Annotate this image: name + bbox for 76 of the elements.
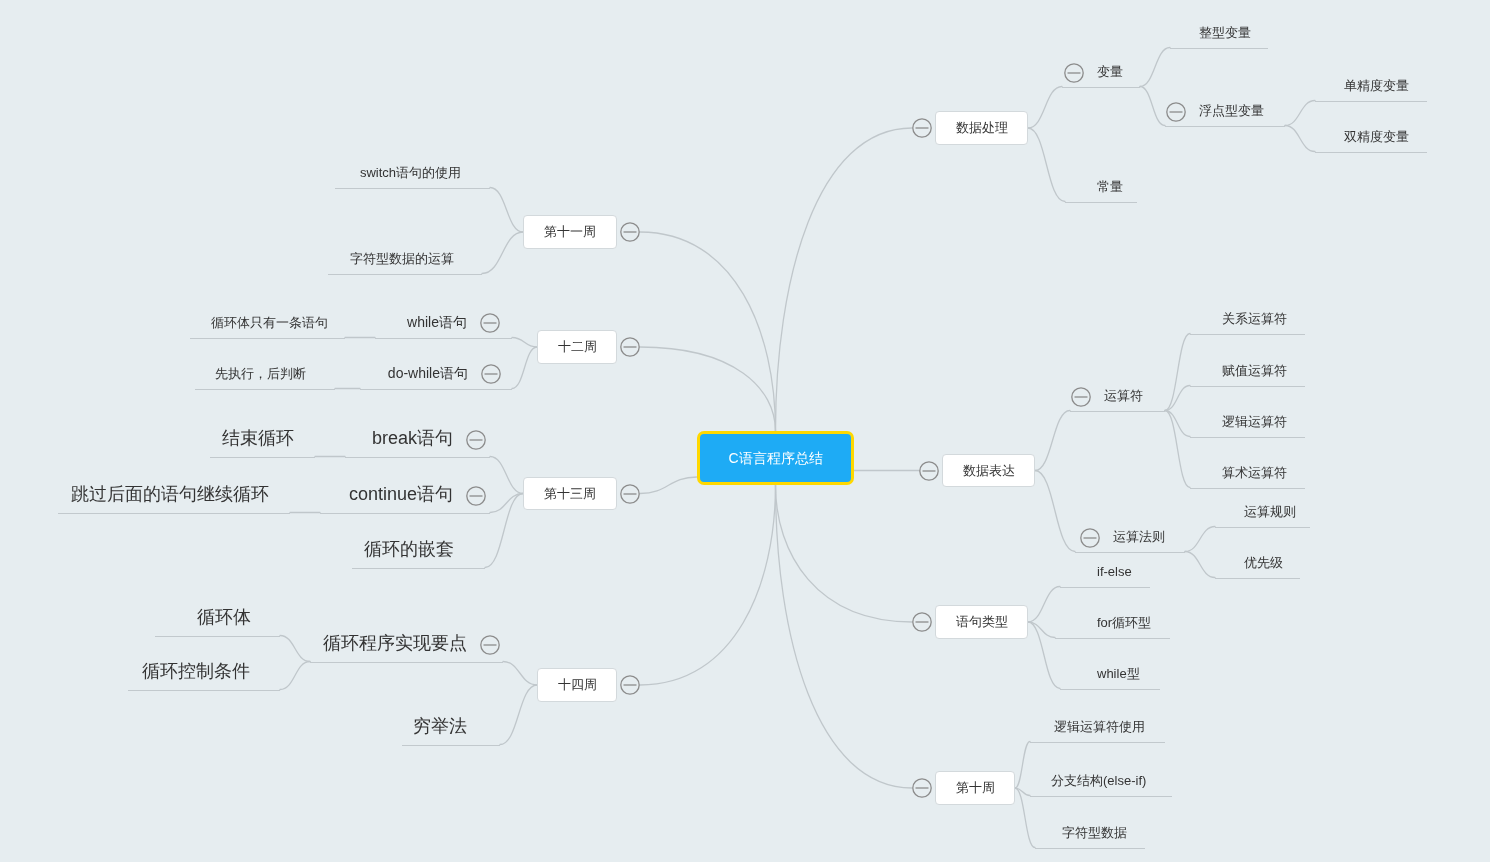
branch-line (1139, 46, 1171, 88)
topic-label: 双精度变量 (1344, 128, 1409, 146)
branch-line (1014, 787, 1036, 849)
topic-label: 变量 (1097, 63, 1123, 81)
topic-box: 数据处理 (935, 111, 1028, 145)
branch-line (499, 684, 538, 746)
topic-box: 数据表达 (942, 454, 1035, 487)
topic-label: 逻辑运算符使用 (1054, 718, 1145, 736)
topic-label: 循环体 (197, 606, 251, 630)
branch-line (639, 484, 777, 686)
topic-label: 分支结构(else-if) (1051, 772, 1147, 790)
topic-label: 关系运算符 (1222, 310, 1287, 328)
topic-label: 结束循环 (222, 427, 294, 451)
topic-label: 运算法则 (1113, 528, 1165, 546)
branch-line (511, 346, 538, 390)
topic-label: 运算符 (1104, 387, 1143, 405)
branch-line (489, 186, 524, 233)
topic-label: 穷举法 (413, 715, 467, 739)
branch-line (484, 492, 524, 569)
topic-label: 赋值运算符 (1222, 362, 1287, 380)
topic-label: 整型变量 (1199, 24, 1251, 42)
branch-line (1139, 85, 1166, 127)
topic-box: 第十三周 (523, 477, 617, 510)
topic-label: if-else (1097, 563, 1132, 581)
topic-label: 算术运算符 (1222, 464, 1287, 482)
branch-line (481, 231, 524, 275)
topic-label: do-while语句 (387, 364, 468, 383)
topic-label: 跳过后面的语句继续循环 (71, 483, 269, 507)
topic-label: 逻辑运算符 (1222, 413, 1287, 431)
branch-line (279, 660, 311, 691)
topic-label: 优先级 (1244, 554, 1283, 572)
topic-label: 循环的嵌套 (364, 538, 454, 562)
branch-line (1284, 124, 1316, 153)
branch-line (314, 455, 346, 458)
topic-label: 字符型数据 (1062, 824, 1127, 842)
branch-line (1034, 469, 1076, 553)
topic-box: 十二周 (537, 330, 617, 364)
branch-line (502, 660, 538, 686)
branch-line (1027, 585, 1061, 623)
topic-label: 运算规则 (1244, 503, 1296, 521)
topic-label: 先执行，后判断 (215, 365, 306, 383)
branch-line (289, 511, 321, 514)
branch-line (1027, 85, 1063, 129)
branch-line (1034, 409, 1071, 472)
branch-line (1184, 550, 1216, 579)
branch-line (1027, 621, 1061, 690)
topic-label: 常量 (1097, 178, 1123, 196)
branch-line (1014, 740, 1031, 789)
branch-line (489, 455, 524, 495)
topic-label: 循环控制条件 (142, 660, 250, 684)
branch-line (853, 469, 920, 472)
topic-label: while型 (1097, 665, 1140, 683)
topic-label: 单精度变量 (1344, 77, 1409, 95)
topic-box: 语句类型 (935, 605, 1028, 639)
topic-label: for循环型 (1097, 614, 1152, 632)
branch-line (344, 336, 376, 339)
branch-line (1027, 127, 1066, 203)
topic-label: while语句 (407, 313, 467, 332)
branch-line (334, 387, 361, 390)
branch-line (1014, 787, 1031, 797)
topic-label: 字符型数据的运算 (350, 250, 454, 268)
branch-line (1164, 332, 1191, 412)
topic-box: 第十一周 (523, 215, 617, 249)
topic-box: 第十周 (935, 771, 1015, 805)
branch-line (639, 346, 777, 432)
topic-label: 浮点型变量 (1199, 102, 1264, 120)
central-topic-box: C语言程序总结 (697, 431, 854, 485)
topic-label: 循环程序实现要点 (323, 632, 467, 656)
topic-label: continue语句 (348, 483, 453, 507)
topic-label: break语句 (371, 427, 453, 451)
topic-box: 十四周 (537, 668, 617, 702)
topic-label: switch语句的使用 (359, 164, 461, 182)
branch-line (1164, 409, 1191, 489)
branch-line (511, 336, 538, 348)
branch-line (639, 476, 698, 495)
topic-label: 循环体只有一条语句 (211, 314, 328, 332)
